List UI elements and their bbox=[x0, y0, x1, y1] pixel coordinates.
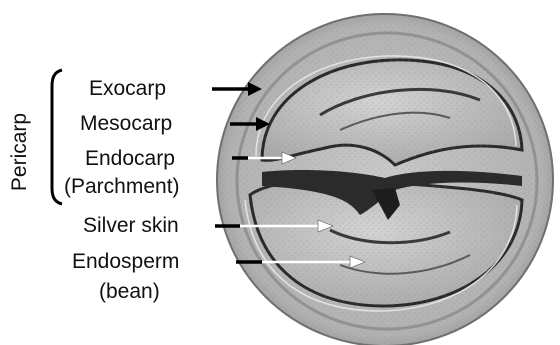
endocarp-label: Endocarp bbox=[85, 147, 175, 171]
exocarp-label: Exocarp bbox=[89, 77, 166, 101]
pericarp-group-label: Pericarp bbox=[8, 107, 32, 197]
silver-skin-label: Silver skin bbox=[83, 214, 179, 238]
endosperm-label: Endosperm bbox=[72, 250, 179, 274]
bean-label: (bean) bbox=[99, 280, 160, 304]
parchment-label: (Parchment) bbox=[64, 175, 180, 199]
pericarp-bracket bbox=[52, 70, 62, 204]
mesocarp-label: Mesocarp bbox=[80, 112, 172, 136]
